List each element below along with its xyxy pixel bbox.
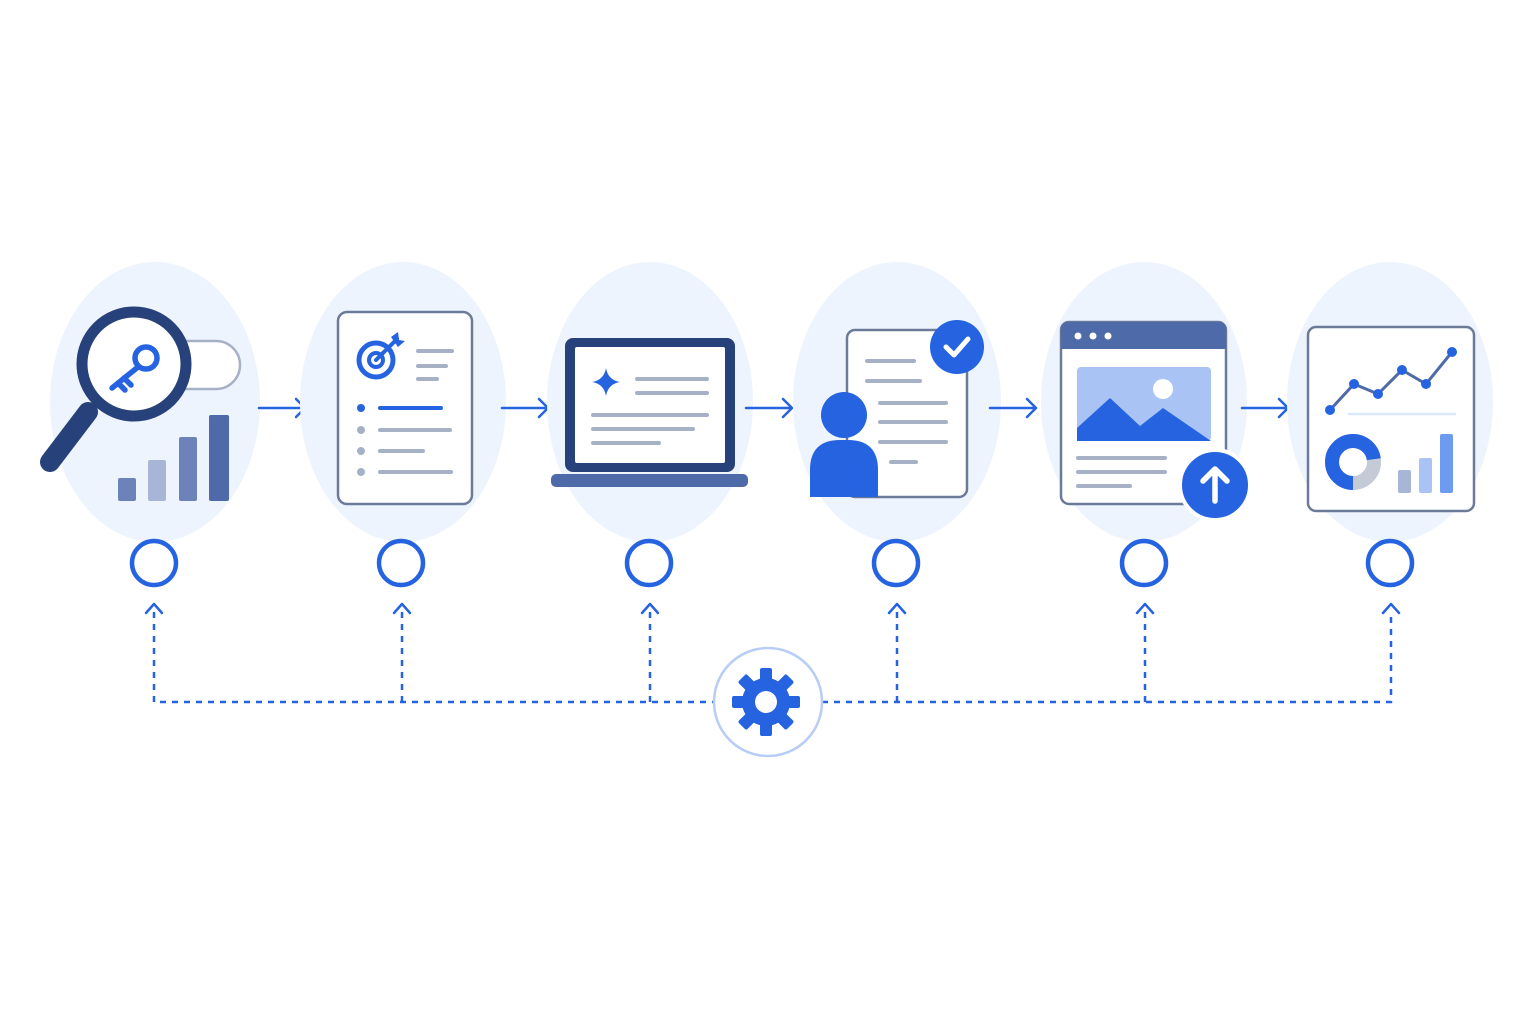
image-icon [1077,367,1211,441]
chevron-up-icon [392,602,412,615]
chevron-up-icon [1135,602,1155,615]
step-node-6 [1365,538,1415,588]
key-icon [109,344,160,393]
arrow-right-icon [257,397,307,419]
arrow-right-icon [1240,397,1290,419]
upload-icon [1178,448,1252,522]
step-node-5 [1119,538,1169,588]
step-content-review [793,262,1001,542]
text-lines-icon [591,377,709,445]
line-chart-icon [1325,347,1457,415]
step-nodes [129,538,1415,588]
sparkle-icon [592,368,620,396]
step-content-strategy [300,262,506,542]
arrow-right-icon [500,397,550,419]
step-node-4 [871,538,921,588]
bar-chart-icon [118,415,229,501]
dashed-connector-network [152,612,1393,704]
text-lines-icon [1076,456,1167,488]
step-performance-analytics [1287,262,1493,542]
text-lines-icon [416,349,454,381]
step-keyword-research [40,262,260,542]
arrow-right-icon [988,397,1038,419]
chevron-up-icon [1381,602,1401,615]
gear-icon [732,668,800,736]
chevron-up-icon [640,602,660,615]
step-node-2 [376,538,426,588]
riser-arrowheads [144,602,1401,615]
check-badge-icon [930,320,984,374]
chevron-up-icon [887,602,907,615]
checklist-icon [357,404,453,476]
step-node-3 [624,538,674,588]
target-icon [356,332,405,380]
arrow-right-icon [744,397,794,419]
user-icon [810,392,878,497]
chevron-up-icon [144,602,164,615]
text-lines-icon [865,359,948,464]
laptop-icon [551,338,748,487]
dashed-bus-line [152,612,1393,704]
donut-chart-icon [1325,434,1381,490]
step-node-1 [129,538,179,588]
step-content-writing [547,262,753,542]
gear-hub [712,646,824,758]
step-publishing [1041,262,1252,542]
dashboard-icon [1306,325,1476,513]
bar-chart-icon [1398,434,1453,493]
